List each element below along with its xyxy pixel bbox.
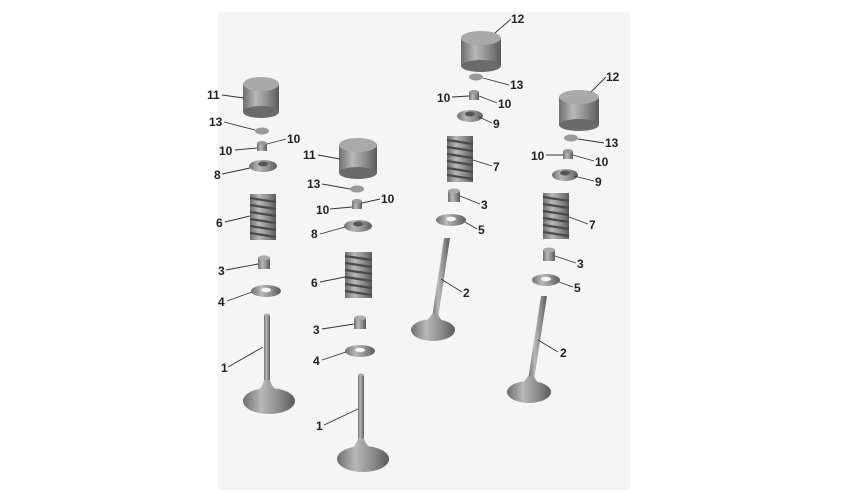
spring-seat-washer — [345, 345, 375, 357]
valve-cotter — [257, 141, 267, 151]
bucket-tappet — [461, 31, 501, 72]
callout-label: 10 — [498, 97, 512, 111]
callout-label: 3 — [313, 323, 320, 337]
valve — [507, 296, 551, 403]
callout-label: 12 — [606, 70, 620, 84]
callout-label: 8 — [311, 227, 318, 241]
callout-label: 3 — [577, 257, 584, 271]
callout-label: 10 — [381, 192, 395, 206]
callout-label: 9 — [493, 117, 500, 131]
callout-label: 13 — [209, 115, 223, 129]
callout-label: 11 — [207, 88, 220, 102]
spring-retainer — [457, 110, 483, 122]
valve-spring — [344, 252, 373, 298]
leader-lines — [221, 18, 607, 426]
valve-stem-seal — [354, 315, 366, 329]
callout-label: 2 — [463, 286, 470, 300]
shim — [469, 73, 483, 81]
valve — [411, 238, 455, 341]
callout-label: 13 — [605, 136, 619, 150]
spring-retainer — [552, 169, 578, 181]
callout-label: 5 — [574, 281, 581, 295]
callout-label: 1 — [221, 361, 228, 375]
callout-label: 3 — [481, 198, 488, 212]
shim — [564, 134, 578, 142]
bucket-tappet — [339, 138, 377, 179]
spring-retainer — [249, 160, 277, 172]
callout-label: 4 — [313, 354, 320, 368]
valve-cotter — [352, 199, 362, 209]
valve — [337, 373, 389, 472]
callout-label: 10 — [316, 203, 330, 217]
callout-label: 10 — [219, 144, 233, 158]
callout-label: 7 — [589, 218, 596, 232]
callout-label: 1 — [316, 419, 323, 433]
valve-cotter — [563, 149, 573, 159]
valve-stem-seal — [448, 188, 460, 202]
valve — [243, 313, 295, 414]
spring-retainer — [344, 220, 372, 232]
valve-assembly-b — [337, 138, 389, 472]
callout-label: 10 — [531, 149, 545, 163]
callout-label: 13 — [307, 177, 321, 191]
valve-assembly-a — [243, 77, 295, 414]
shim — [350, 185, 364, 193]
callout-labels: 11 13 10 10 8 6 3 4 1 11 13 10 10 8 6 3 … — [207, 12, 620, 433]
spring-seat-washer — [532, 274, 560, 286]
callout-label: 8 — [214, 168, 221, 182]
callout-label: 6 — [216, 216, 223, 230]
callout-label: 13 — [510, 78, 524, 92]
callout-label: 10 — [595, 155, 609, 169]
spring-seat-washer — [251, 285, 281, 297]
bucket-tappet — [243, 77, 279, 118]
valve-cotter — [469, 90, 479, 100]
spring-seat-washer — [436, 214, 466, 226]
shim — [255, 127, 269, 135]
valve-stem-seal — [258, 255, 270, 269]
callout-label: 10 — [287, 132, 301, 146]
callout-label: 4 — [218, 295, 225, 309]
valve-spring — [446, 136, 474, 182]
callout-label: 9 — [595, 175, 602, 189]
callout-label: 3 — [218, 264, 225, 278]
callout-label: 2 — [560, 346, 567, 360]
callout-label: 6 — [311, 276, 318, 290]
callout-label: 10 — [437, 91, 451, 105]
valve-stem-seal — [543, 247, 555, 261]
valve-spring — [249, 194, 277, 240]
callout-label: 11 — [303, 148, 316, 162]
callout-label: 12 — [511, 12, 525, 26]
callout-label: 5 — [478, 223, 485, 237]
valve-spring — [542, 193, 570, 239]
bucket-tappet — [559, 90, 599, 131]
callout-label: 7 — [493, 160, 500, 174]
valve-assembly-d — [507, 90, 599, 403]
valve-assembly-c — [411, 31, 501, 341]
